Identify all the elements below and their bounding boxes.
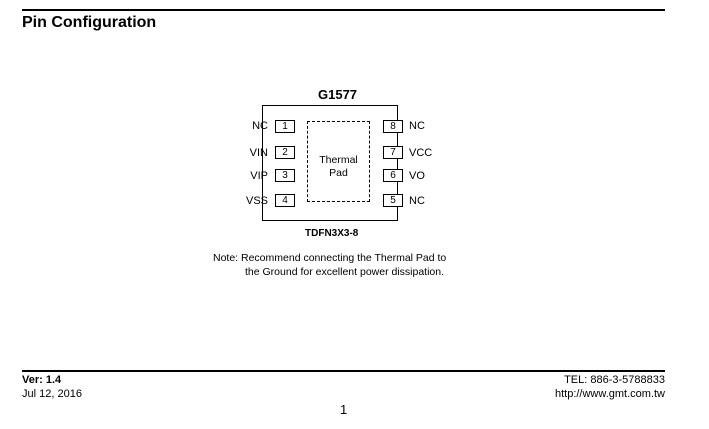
version: Ver: 1.4 <box>22 374 62 386</box>
pin-6-label: VO <box>409 170 425 182</box>
pin-5-label: NC <box>409 195 425 207</box>
pin-2-label: VIN <box>249 147 268 159</box>
footer-rule <box>22 370 665 372</box>
pin-7-label: VCC <box>409 147 433 159</box>
date: Jul 12, 2016 <box>22 388 82 400</box>
pin-3-box: 3 <box>275 169 295 182</box>
pin-8-label: NC <box>409 120 425 132</box>
page-title: Pin Configuration <box>22 14 157 31</box>
top-rule <box>22 9 665 11</box>
part-number: G1577 <box>318 87 358 102</box>
pin-3-label: VIP <box>250 170 268 182</box>
package-outline <box>262 105 398 221</box>
pin-1-box: 1 <box>275 120 295 133</box>
pin-5-box: 5 <box>383 194 403 207</box>
pin-2-box: 2 <box>275 146 295 159</box>
pin-7-box: 7 <box>383 146 403 159</box>
pin-4-box: 4 <box>275 194 295 207</box>
pin-8-box: 8 <box>383 120 403 133</box>
pin-1-label: NC <box>252 120 268 132</box>
package-code: TDFN3X3-8 <box>305 228 359 239</box>
thermal-pad-label-line1: Thermal <box>319 154 358 166</box>
thermal-pad-label-line2: Pad <box>329 167 348 179</box>
telephone: TEL: 886-3-5788833 <box>564 374 665 386</box>
page-number: 1 <box>340 402 348 417</box>
thermal-pad <box>307 121 370 202</box>
thermal-pad-label: Thermal Pad <box>307 154 370 180</box>
note-line-2: the Ground for excellent power dissipati… <box>245 266 445 278</box>
website-link[interactable]: http://www.gmt.com.tw <box>554 388 665 400</box>
pin-4-label: VSS <box>245 195 268 207</box>
pin-6-box: 6 <box>383 169 403 182</box>
note-line-1: Note: Recommend connecting the Thermal P… <box>213 252 447 264</box>
